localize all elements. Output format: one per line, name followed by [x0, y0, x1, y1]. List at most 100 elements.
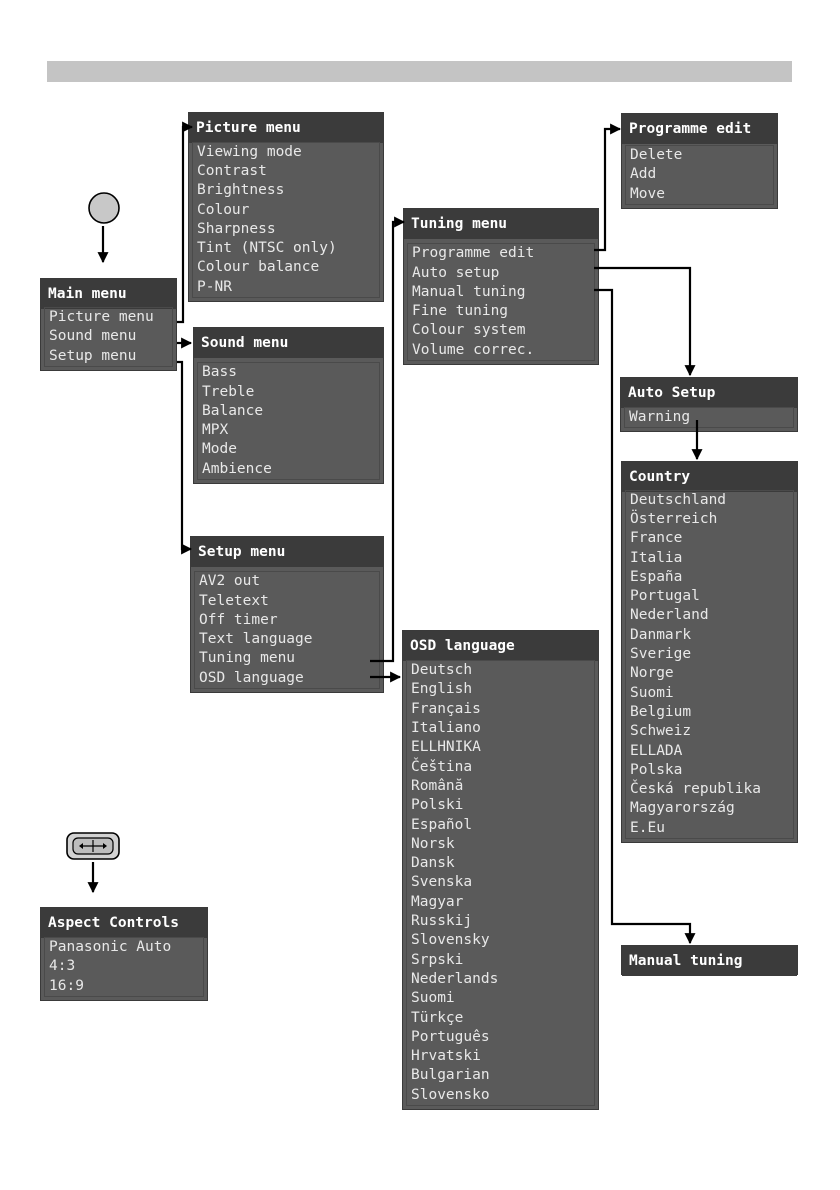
menu-item[interactable]: Colour balance [197, 259, 320, 276]
menu-item[interactable]: Deutschland [630, 491, 727, 508]
aspect-controls-list: Panasonic Auto 4:3 16:9 [44, 937, 204, 997]
menu-item[interactable]: Français [411, 700, 481, 717]
menu-item[interactable]: ELLHNIKA [411, 739, 481, 756]
menu-item[interactable]: Sound menu [49, 328, 137, 345]
menu-item[interactable]: Portugal [630, 588, 700, 605]
menu-item[interactable]: Programme edit [412, 245, 535, 262]
setup-menu-title: Setup menu [191, 537, 383, 567]
menu-item[interactable]: MPX [202, 422, 229, 439]
menu-item[interactable]: Bass [202, 364, 237, 381]
menu-item[interactable]: Türkçe [411, 1009, 464, 1026]
menu-item[interactable]: Text language [199, 631, 313, 648]
menu-item[interactable]: Dansk [411, 855, 455, 872]
menu-item[interactable]: Deutsch [411, 662, 473, 679]
menu-item[interactable]: Danmark [630, 626, 692, 643]
menu-item[interactable]: Sharpness [197, 220, 276, 237]
menu-item[interactable]: Mode [202, 441, 237, 458]
menu-item[interactable]: Suomi [411, 990, 455, 1007]
menu-item[interactable]: Schweiz [630, 723, 692, 740]
menu-item[interactable]: Suomi [630, 684, 674, 701]
round-menu-button-icon[interactable] [86, 190, 122, 230]
menu-item[interactable]: English [411, 681, 473, 698]
menu-item[interactable]: Česká republika [630, 781, 761, 798]
menu-item[interactable]: Nederland [630, 607, 709, 624]
arrow-main-to-setup [177, 360, 193, 555]
menu-item[interactable]: Tuning menu [199, 650, 296, 667]
menu-item[interactable]: P-NR [197, 278, 232, 295]
menu-item[interactable]: Sverige [630, 646, 692, 663]
menu-item[interactable]: France [630, 530, 683, 547]
menu-item[interactable]: Norge [630, 665, 674, 682]
menu-item[interactable]: Brightness [197, 182, 285, 199]
menu-item[interactable]: Auto setup [412, 264, 500, 281]
menu-item[interactable]: Ambience [202, 460, 272, 477]
menu-item[interactable]: Balance [202, 402, 264, 419]
menu-item[interactable]: 16:9 [49, 977, 84, 994]
menu-item[interactable]: Off timer [199, 611, 278, 628]
menu-item[interactable]: Österreich [630, 510, 718, 527]
menu-item[interactable]: Norsk [411, 835, 455, 852]
menu-item[interactable]: Delete [630, 147, 683, 164]
menu-item[interactable]: Bulgarian [411, 1067, 490, 1084]
menu-item[interactable]: Hrvatski [411, 1048, 481, 1065]
menu-item[interactable]: Slovensko [411, 1086, 490, 1103]
menu-item[interactable]: Nederlands [411, 970, 499, 987]
menu-item[interactable]: Svenska [411, 874, 473, 891]
menu-item[interactable]: Colour [197, 201, 250, 218]
menu-item[interactable]: Contrast [197, 162, 267, 179]
aspect-button-icon[interactable] [65, 830, 121, 866]
menu-item[interactable]: Polski [411, 797, 464, 814]
menu-item[interactable]: Panasonic Auto [49, 939, 172, 956]
picture-menu-title: Picture menu [189, 113, 383, 143]
menu-item[interactable]: E.Eu [630, 819, 665, 836]
menu-item[interactable]: Čeština [411, 758, 473, 775]
menu-item[interactable]: Fine tuning [412, 303, 509, 320]
menu-item[interactable]: Russkij [411, 913, 473, 930]
arrow-tuning-to-programme-edit [594, 123, 622, 252]
menu-item[interactable]: Treble [202, 383, 255, 400]
menu-item[interactable]: Srpski [411, 951, 464, 968]
menu-item[interactable]: Magyarország [630, 800, 735, 817]
auto-setup-list: Warning [624, 406, 794, 428]
menu-item[interactable]: Move [630, 185, 665, 202]
menu-item[interactable]: Română [411, 777, 464, 794]
menu-item[interactable]: Português [411, 1028, 490, 1045]
menu-item[interactable]: Picture menu [49, 309, 154, 326]
manual-tuning-title: Manual tuning [622, 946, 797, 976]
menu-item[interactable]: 4:3 [49, 958, 76, 975]
menu-item[interactable]: Slovensky [411, 932, 490, 949]
header-bar [47, 61, 792, 82]
menu-item[interactable]: Add [630, 166, 657, 183]
menu-item[interactable]: Español [411, 816, 473, 833]
country-menu-title: Country [622, 462, 797, 492]
menu-item[interactable]: Italiano [411, 720, 481, 737]
menu-item[interactable]: Colour system [412, 322, 526, 339]
menu-item[interactable]: Magyar [411, 893, 464, 910]
menu-item[interactable]: Polska [630, 761, 683, 778]
osd-language-title: OSD language [403, 631, 598, 661]
menu-item[interactable]: España [630, 568, 683, 585]
menu-item[interactable]: Belgium [630, 703, 692, 720]
menu-item[interactable]: Manual tuning [412, 283, 526, 300]
menu-item[interactable]: Viewing mode [197, 143, 302, 160]
menu-item[interactable]: Italia [630, 549, 683, 566]
menu-item[interactable]: Teletext [199, 592, 269, 609]
menu-item[interactable]: AV2 out [199, 573, 261, 590]
menu-item[interactable]: Warning [629, 408, 691, 425]
menu-item[interactable]: Setup menu [49, 347, 137, 364]
menu-item[interactable]: Tint (NTSC only) [197, 240, 337, 257]
menu-item[interactable]: OSD language [199, 669, 304, 686]
menu-item[interactable]: ELLADA [630, 742, 683, 759]
menu-item[interactable]: Volume correc. [412, 341, 535, 358]
